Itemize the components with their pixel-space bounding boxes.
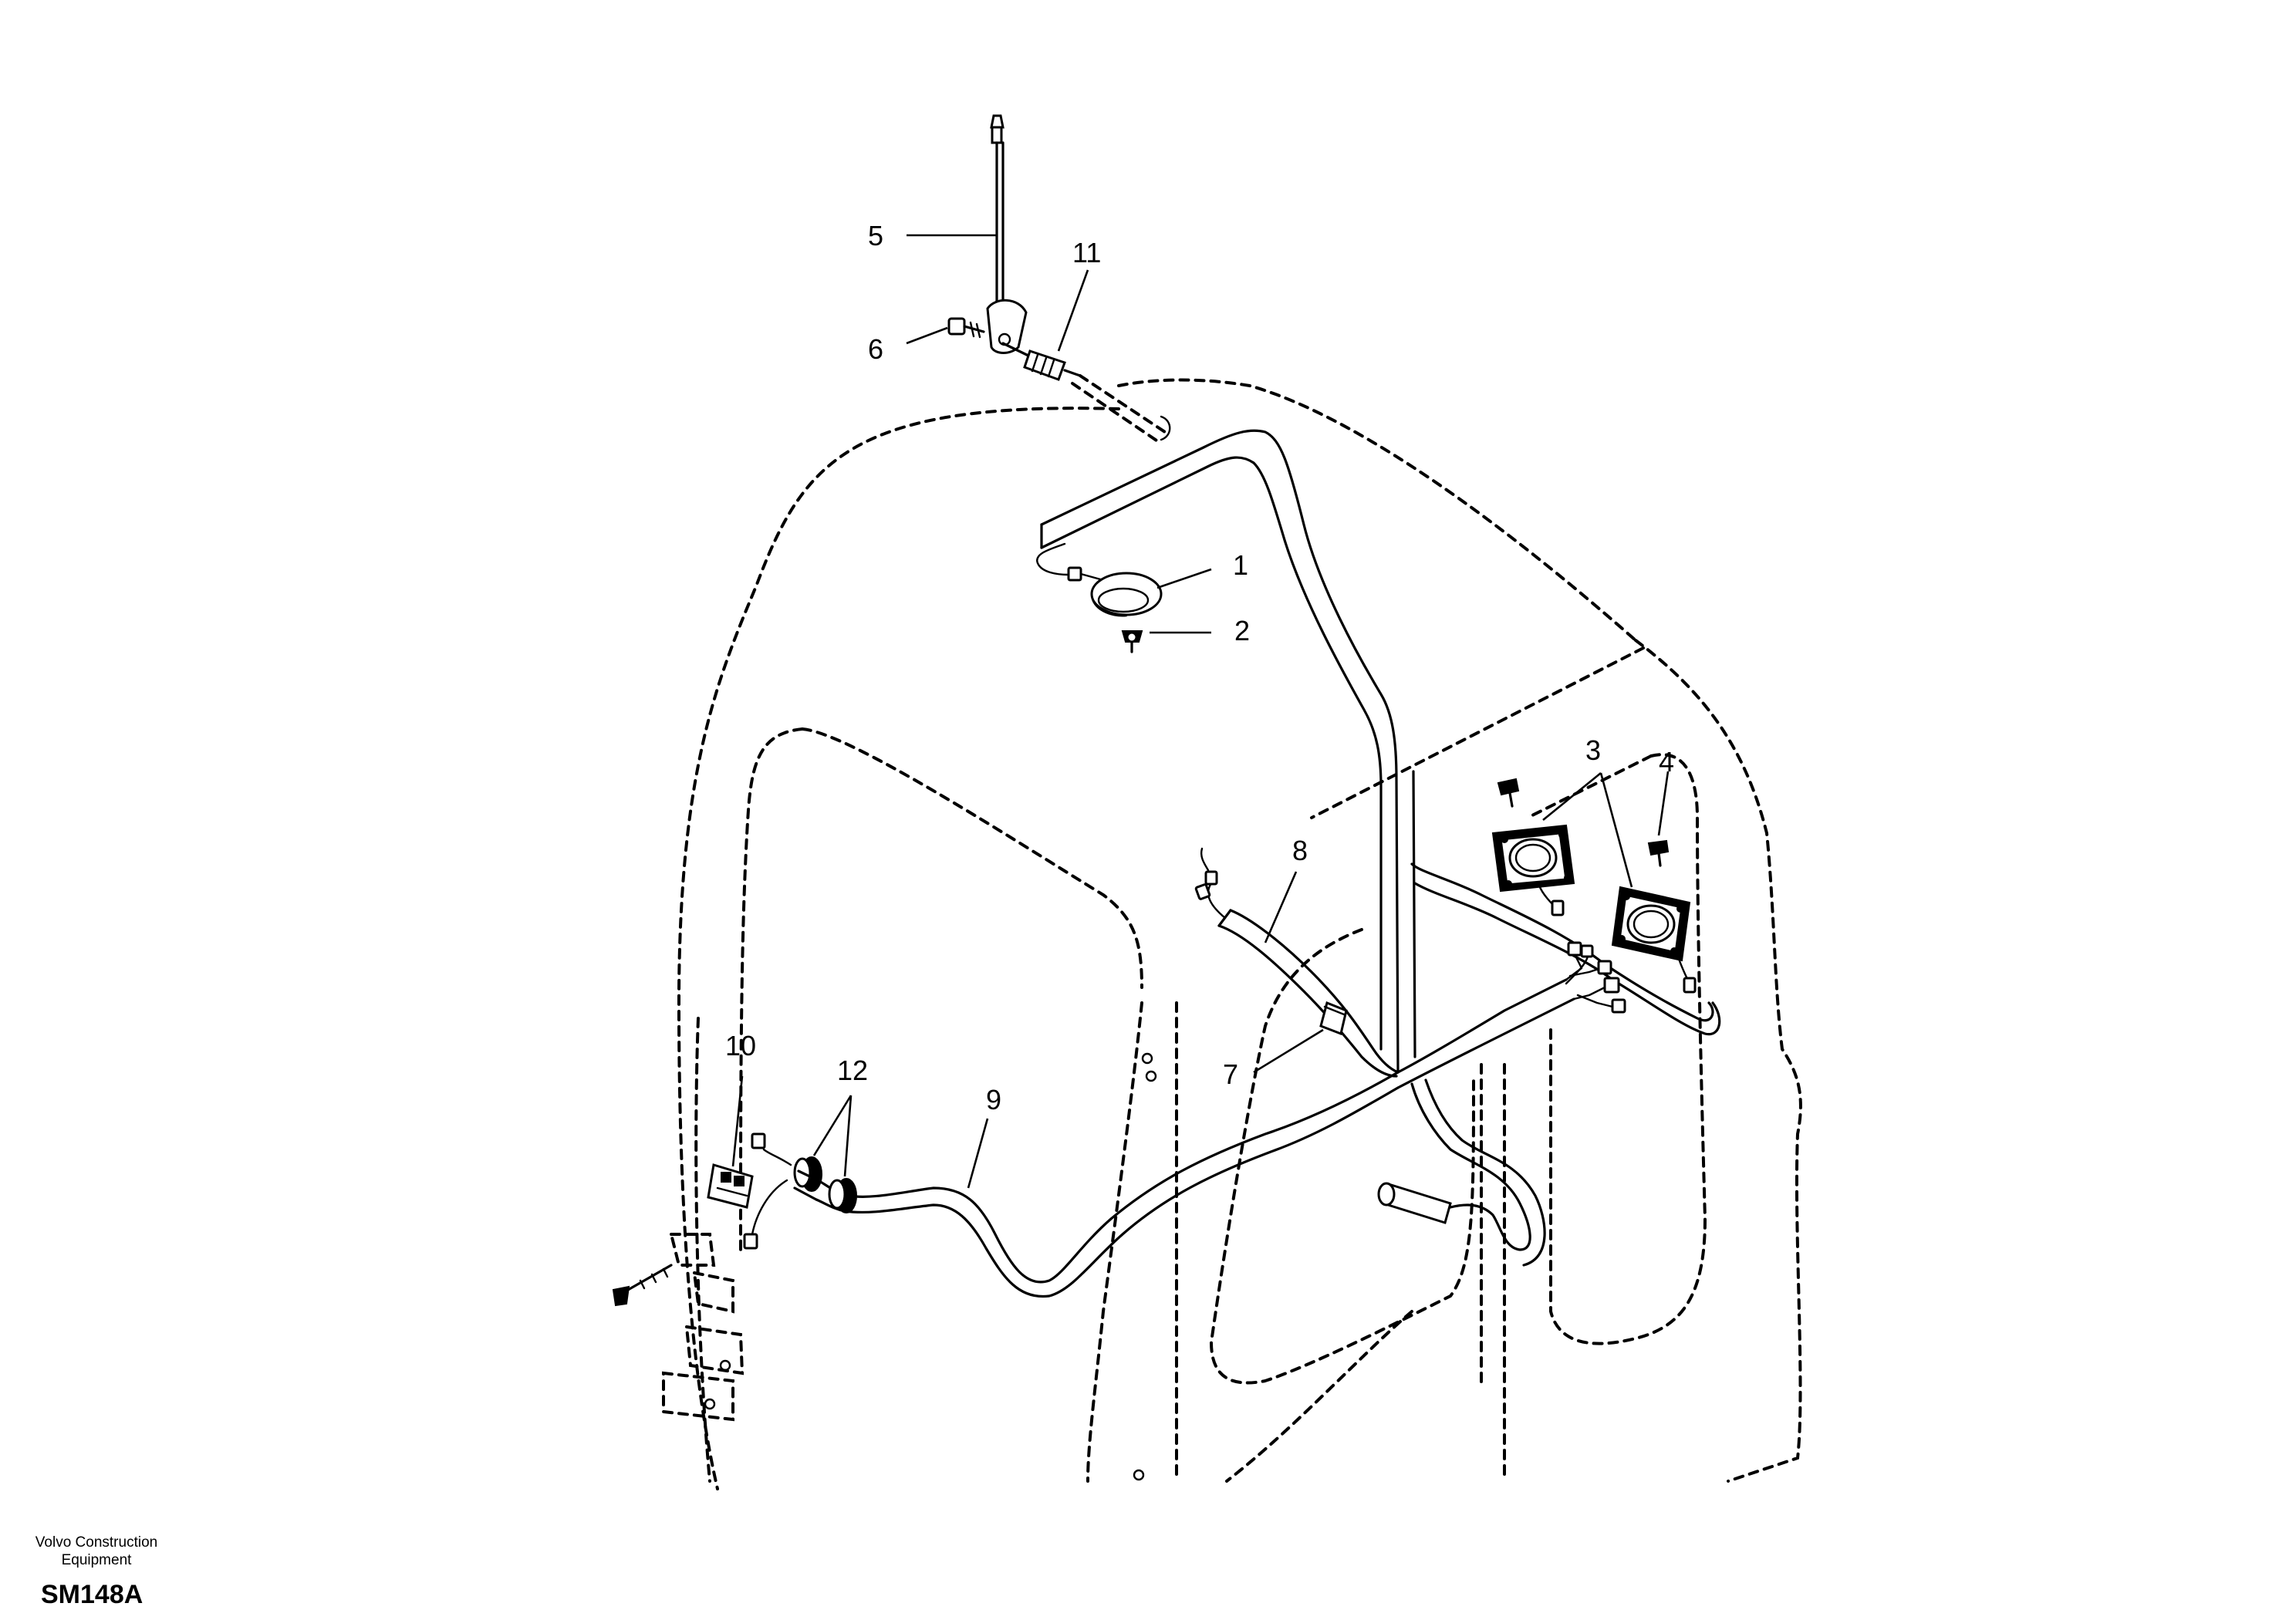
- footer: Volvo Construction Equipment SM148A: [35, 1534, 157, 1609]
- callout-6: 6: [868, 333, 883, 365]
- cable-end-left: [743, 1132, 819, 1250]
- drawing-code: SM148A: [41, 1580, 143, 1609]
- cab-outline: [677, 378, 1802, 1490]
- grommet-7: [1319, 1001, 1348, 1036]
- callout-3: 3: [1585, 734, 1601, 766]
- callout-11: 11: [1072, 237, 1101, 268]
- antenna-cable: [1001, 342, 1171, 445]
- bolt-6: [947, 317, 985, 339]
- callout-8: 8: [1292, 835, 1308, 866]
- company-name-line1: Volvo Construction: [35, 1534, 157, 1551]
- dome-light: [1090, 572, 1163, 617]
- speaker-screw-a: [1497, 778, 1520, 808]
- speaker-right: [1611, 886, 1697, 994]
- callout-7: 7: [1223, 1058, 1238, 1090]
- cable-9: [815, 1071, 1546, 1298]
- cable-8: [1194, 847, 1400, 1078]
- callout-1: 1: [1233, 549, 1248, 581]
- callout-9: 9: [986, 1084, 1001, 1115]
- callout-5: 5: [868, 220, 883, 251]
- callout-12: 12: [837, 1055, 868, 1086]
- switch-10: [707, 1163, 754, 1209]
- callout-10: 10: [725, 1030, 756, 1061]
- screw-2: [1121, 630, 1143, 653]
- company-name-line2: Equipment: [62, 1552, 133, 1568]
- callout-2: 2: [1234, 615, 1250, 646]
- bracket: [612, 1233, 745, 1422]
- grommet-12-a: [793, 1156, 822, 1192]
- speaker-left: [1491, 824, 1575, 916]
- callouts: 1 2 3 4 5 6 7 8 9 10 11 12: [725, 220, 1674, 1115]
- callout-4: 4: [1659, 746, 1674, 778]
- grommet-12-b: [828, 1178, 857, 1213]
- harness-branch: [1396, 941, 1626, 1089]
- leader-lines: [731, 234, 1670, 1189]
- antenna: [986, 114, 1028, 354]
- roof-harness: [1036, 429, 1721, 1074]
- speaker-screw-b: [1647, 839, 1670, 867]
